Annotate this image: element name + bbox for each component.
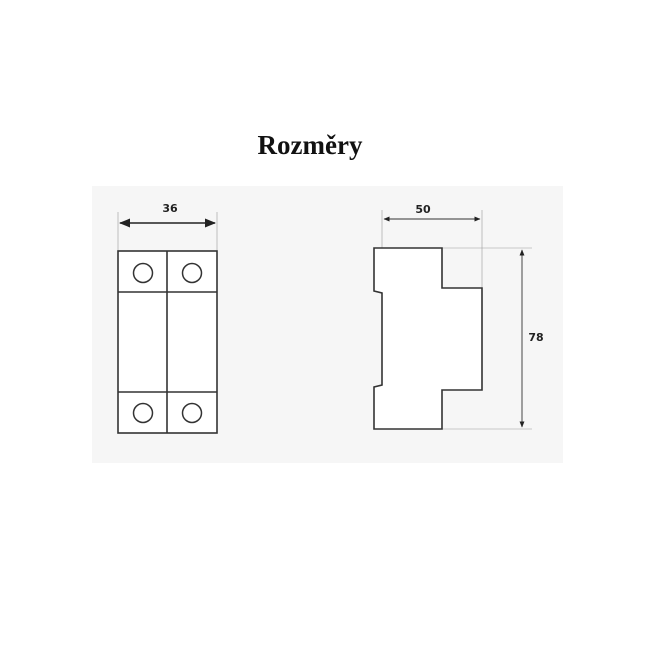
side-profile xyxy=(373,247,483,430)
front-view xyxy=(117,212,218,434)
depth-label: 50 xyxy=(415,203,431,216)
terminal-screw-icon xyxy=(132,262,154,284)
terminal-screw-icon xyxy=(181,402,203,424)
width-label: 36 xyxy=(162,202,178,215)
diagram-title: Rozměry xyxy=(257,130,363,160)
terminal-screw-icon xyxy=(181,262,203,284)
height-label: 78 xyxy=(528,331,543,344)
side-view xyxy=(373,210,532,430)
terminal-screw-icon xyxy=(132,402,154,424)
